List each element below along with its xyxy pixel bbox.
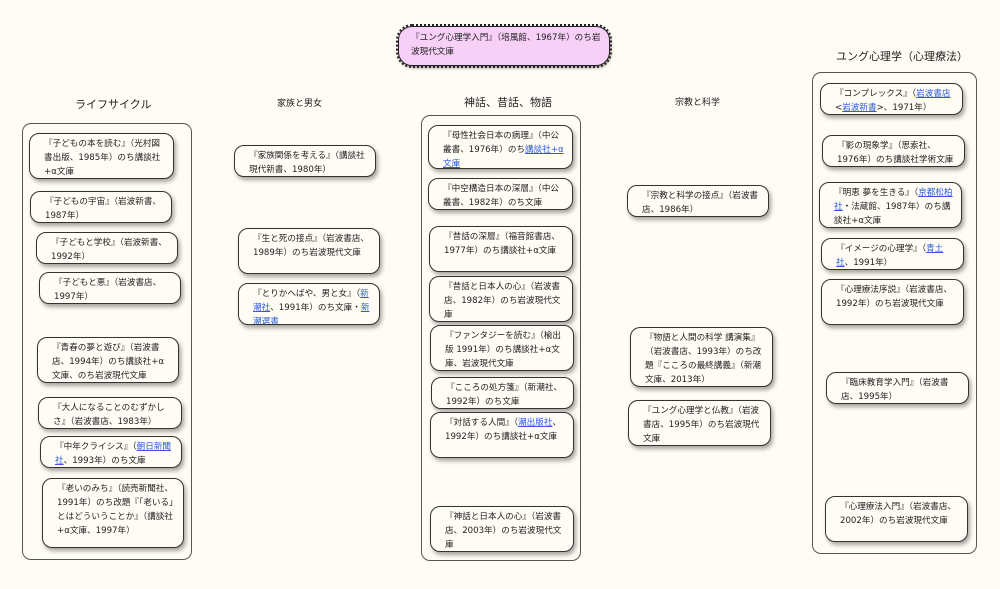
node-text: 『こころの処方箋』（新潮社、1992年）のち文庫 <box>446 383 563 407</box>
book-node-jung[interactable]: 『コンプレックス』（岩波書店 <岩波新書>、1971年） <box>820 83 963 115</box>
book-node-jung[interactable]: 『心理療法序説』（岩波書店、1992年）のち岩波現代文庫 <box>821 279 964 325</box>
node-text: ・法蔵館、1987年）のち講談社+α文庫 <box>834 202 951 226</box>
book-node-lifecycle[interactable]: 『子どもと学校』（岩波新書、1992年） <box>36 232 178 264</box>
book-node-myth[interactable]: 『対話する人間』（潮出版社、1992年）のち講談社+α文庫 <box>430 412 574 458</box>
publisher-link[interactable]: 朝日新聞社 <box>55 442 172 466</box>
publisher-link[interactable]: 新潮選書 <box>253 303 370 325</box>
node-text: 『子どもの本を読む』（光村図書出版、1985年）のち講談社+α文庫 <box>44 139 161 177</box>
publisher-link[interactable]: 新潮社 <box>253 289 369 313</box>
node-text: 、1991年） <box>844 258 893 268</box>
node-text: 『母性社会日本の病理』（中公叢書、1976年）のち <box>443 131 560 155</box>
publisher-link[interactable]: 講談社+α文庫 <box>443 145 564 169</box>
category-title-family: 家族と男女 <box>277 99 323 109</box>
book-node-lifecycle[interactable]: 『中年クライシス』（朝日新聞社、1993年）のち文庫 <box>40 436 182 468</box>
root-node[interactable]: 『ユング心理学入門』（培風館、1967年）のち岩波現代文庫 <box>396 24 612 68</box>
node-text: 『心理療法序説』（岩波書店、1992年）のち岩波現代文庫 <box>836 285 953 309</box>
book-node-lifecycle[interactable]: 『子どもと悪』（岩波書店、1997年） <box>39 272 181 304</box>
book-node-jung[interactable]: 『明恵 夢を生きる』（京都松柏社・法蔵館、1987年）のち講談社+α文庫 <box>819 182 962 228</box>
publisher-link[interactable]: 岩波新書 <box>842 103 877 113</box>
category-title-myth: 神話、昔話、物語 <box>464 96 552 109</box>
node-text: 『神話と日本人の心』（岩波書店、2003年）のち岩波現代文庫 <box>445 512 562 550</box>
node-text: >、1971年） <box>876 103 932 113</box>
node-text: 、1991年）のち文庫・ <box>270 303 361 313</box>
book-node-religion[interactable]: 『物語と人間の科学 講演集』（岩波書店、1993年）のち改題『こころの最終講義』… <box>630 327 773 387</box>
publisher-link[interactable]: 青土社 <box>836 244 944 268</box>
book-node-jung[interactable]: 『影の現象学』（思索社、1976年）のち講談社学術文庫 <box>822 135 965 167</box>
book-node-lifecycle[interactable]: 『子どもの宇宙』（岩波新書、1987年） <box>30 191 172 223</box>
node-text: 『宗教と科学の接点』（岩波書店、1986年） <box>642 191 759 215</box>
node-text: 『とりかへばや、男と女』（ <box>253 289 361 299</box>
publisher-link[interactable]: 岩波現代文庫 <box>411 33 601 57</box>
node-text: 『心理療法入門』（岩波書店、2002年）のち岩波現代文庫 <box>840 502 957 526</box>
node-text: 『昔話の深層』（福音館書店、1977年）のち講談社+α文庫 <box>444 232 561 256</box>
book-node-myth[interactable]: 『母性社会日本の病理』（中公叢書、1976年）のち講談社+α文庫 <box>428 125 573 169</box>
book-node-myth[interactable]: 『こころの処方箋』（新潮社、1992年）のち文庫 <box>431 377 574 409</box>
book-node-religion[interactable]: 『宗教と科学の接点』（岩波書店、1986年） <box>627 185 769 217</box>
node-text: 、1992年）のち講談社+α文庫 <box>445 418 562 442</box>
node-text: 『昔話と日本人の心』（岩波書店、1982年）のち岩波現代文庫 <box>444 282 561 320</box>
publisher-link[interactable]: 岩波書店 <box>916 89 951 99</box>
book-node-myth[interactable]: 『ファンタジーを読む』（楡出版 1991年）のち講談社+α文庫、岩波現代文庫 <box>430 325 574 371</box>
book-node-myth[interactable]: 『神話と日本人の心』（岩波書店、2003年）のち岩波現代文庫 <box>430 506 574 552</box>
node-text: 『影の現象学』（思索社、1976年）のち講談社学術文庫 <box>837 141 954 165</box>
node-text: 『物語と人間の科学 講演集』（岩波書店、1993年）のち改題『こころの最終講義』… <box>645 333 762 385</box>
category-title-religion: 宗教と科学 <box>675 98 721 108</box>
node-text: 『子どもの宇宙』（岩波新書、1987年） <box>45 197 162 221</box>
publisher-link[interactable]: 京都松柏社 <box>834 188 953 212</box>
book-node-lifecycle[interactable]: 『老いのみち』（読売新聞社、1991年）のち改題『「老いる」とはどういうことか』… <box>42 478 184 548</box>
node-text: 『子どもと学校』（岩波新書、1992年） <box>51 238 167 262</box>
node-text: 『イメージの心理学』（ <box>836 244 927 254</box>
node-text: < <box>835 103 843 113</box>
book-node-lifecycle[interactable]: 『大人になることのむずかしさ』（岩波書店、1983年） <box>38 397 182 429</box>
node-text: 、1993年）のち文庫 <box>63 456 146 466</box>
book-node-lifecycle[interactable]: 『青春の夢と遊び』（岩波書店、1994年）のち講談社+α文庫、のち岩波現代文庫 <box>37 337 179 383</box>
node-text: 、1967年）のち <box>527 33 592 43</box>
book-node-religion[interactable]: 『ユング心理学と仏教』（岩波書店、1995年）のち岩波現代文庫 <box>628 400 771 446</box>
node-text: 『中空構造日本の深層』（中公叢書、1982年）のち文庫 <box>443 184 560 208</box>
book-node-lifecycle[interactable]: 『子どもの本を読む』（光村図書出版、1985年）のち講談社+α文庫 <box>29 133 174 179</box>
node-text: 『生と死の接点』（岩波書店、1989年）のち岩波現代文庫 <box>253 234 370 258</box>
node-text: 『老いのみち』（読売新聞社、1991年）のち改題『「老いる」とはどういうことか』… <box>57 484 174 536</box>
node-text: 『家族関係を考える』（講談社現代新書、1980年） <box>249 151 365 175</box>
category-title-lifecycle: ライフサイクル <box>75 98 152 111</box>
book-node-jung[interactable]: 『臨床教育学入門』（岩波書店、1995年） <box>826 372 969 404</box>
publisher-link[interactable]: 潮出版社 <box>518 418 553 428</box>
node-text: 『大人になることのむずかしさ』（岩波書店、1983年） <box>53 403 165 427</box>
category-title-jung: ユング心理学（心理療法） <box>836 50 968 63</box>
book-node-myth[interactable]: 『昔話と日本人の心』（岩波書店、1982年）のち岩波現代文庫 <box>429 276 573 322</box>
node-text: 『青春の夢と遊び』（岩波書店、1994年）のち講談社+α文庫、のち岩波現代文庫 <box>52 343 165 381</box>
node-text: 『ユング心理学と仏教』（岩波書店、1995年）のち岩波現代文庫 <box>643 406 760 444</box>
node-text: 『中年クライシス』（ <box>55 442 137 452</box>
node-text: 『ユング心理学入門』（ <box>411 33 502 43</box>
book-node-family[interactable]: 『とりかへばや、男と女』（新潮社、1991年）のち文庫・新潮選書 <box>238 283 380 325</box>
node-text: 『明恵 夢を生きる』（ <box>834 188 919 198</box>
node-text: 『ファンタジーを読む』（楡出版 1991年）のち講談社+α文庫、岩波現代文庫 <box>445 331 562 369</box>
book-node-jung[interactable]: 『心理療法入門』（岩波書店、2002年）のち岩波現代文庫 <box>825 496 968 542</box>
book-node-family[interactable]: 『家族関係を考える』（講談社現代新書、1980年） <box>234 145 376 177</box>
node-text: 『コンプレックス』（ <box>835 89 917 99</box>
node-text: 『臨床教育学入門』（岩波書店、1995年） <box>841 378 949 402</box>
book-node-family[interactable]: 『生と死の接点』（岩波書店、1989年）のち岩波現代文庫 <box>238 228 380 274</box>
node-text: 『子どもと悪』（岩波書店、1997年） <box>54 278 162 302</box>
book-node-jung[interactable]: 『イメージの心理学』（青土社、1991年） <box>821 238 964 270</box>
book-node-myth[interactable]: 『昔話の深層』（福音館書店、1977年）のち講談社+α文庫 <box>429 226 573 272</box>
node-text: 『対話する人間』（ <box>445 418 519 428</box>
publisher-link[interactable]: 培風館 <box>501 33 528 43</box>
book-node-myth[interactable]: 『中空構造日本の深層』（中公叢書、1982年）のち文庫 <box>428 178 573 210</box>
